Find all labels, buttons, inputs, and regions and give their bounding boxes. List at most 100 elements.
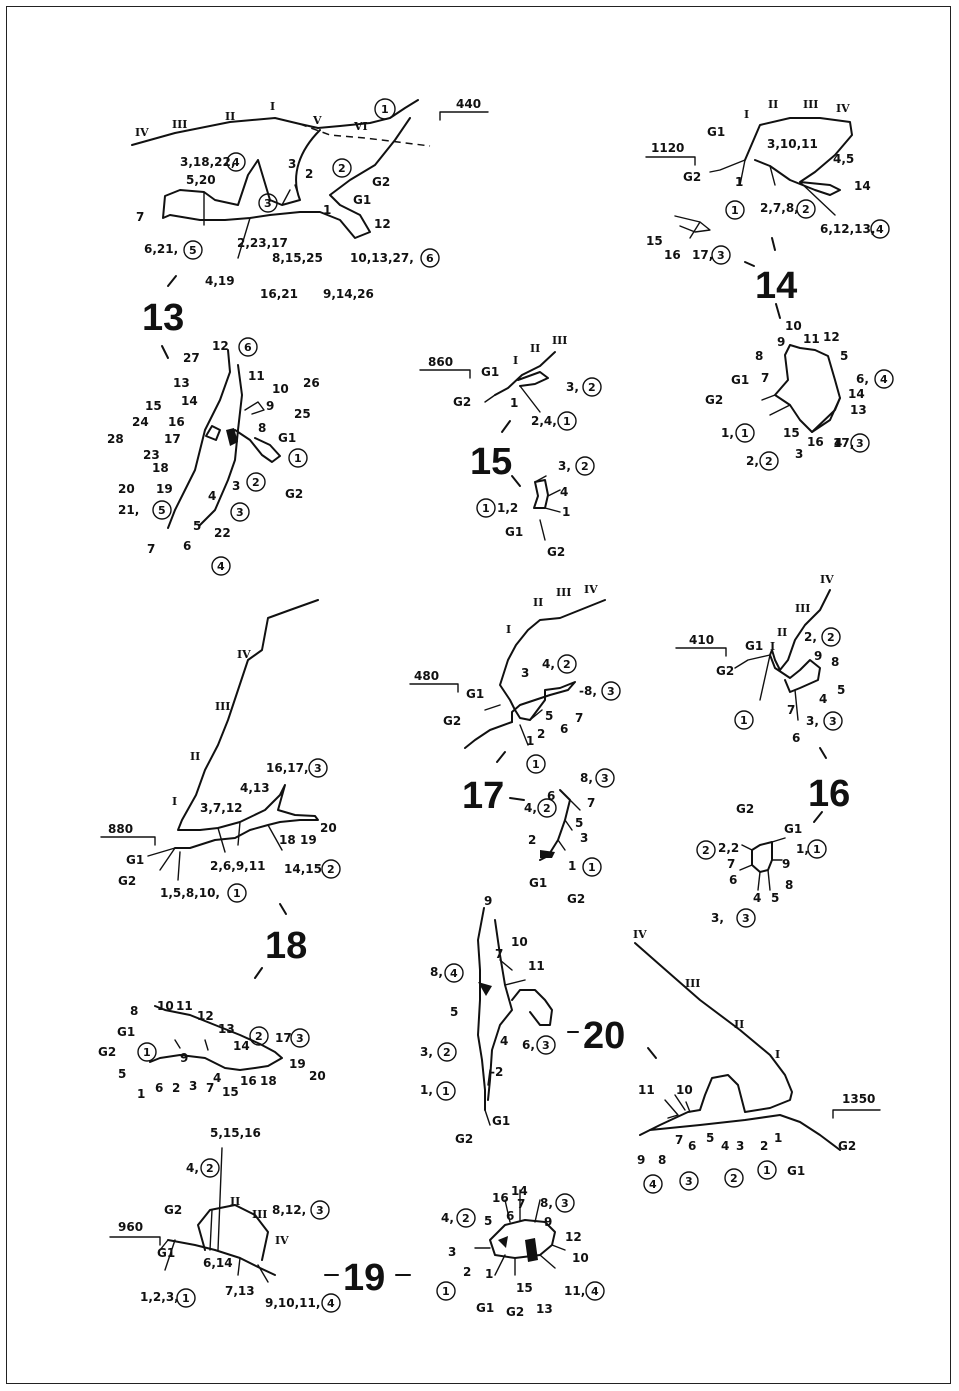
- roman-IV: IV: [135, 126, 149, 139]
- svg-text:6: 6: [792, 731, 800, 745]
- svg-text:9,14,26: 9,14,26: [323, 287, 374, 301]
- svg-text:2: 2: [802, 203, 810, 216]
- svg-text:3,10,11: 3,10,11: [767, 137, 818, 151]
- svg-text:G1: G1: [492, 1114, 510, 1128]
- figure-18: [734, 589, 831, 891]
- svg-text:G1: G1: [278, 431, 296, 445]
- svg-text:1: 1: [735, 175, 743, 189]
- svg-text:II: II: [530, 342, 540, 355]
- svg-text:20: 20: [118, 482, 135, 496]
- svg-text:2: 2: [543, 802, 551, 815]
- svg-text:1: 1: [485, 1267, 493, 1281]
- svg-text:3: 3: [601, 772, 609, 785]
- svg-text:2,23,17: 2,23,17: [237, 236, 288, 250]
- svg-text:6,21,: 6,21,: [144, 242, 178, 256]
- svg-text:G2: G2: [453, 395, 471, 409]
- svg-text:8: 8: [130, 1004, 138, 1018]
- svg-text:16: 16: [664, 248, 681, 262]
- svg-text:8,: 8,: [540, 1196, 553, 1210]
- svg-text:7: 7: [206, 1081, 214, 1095]
- svg-text:12: 12: [374, 217, 391, 231]
- svg-text:II: II: [230, 1195, 240, 1208]
- svg-text:2: 2: [463, 1265, 471, 1279]
- svg-text:2: 2: [255, 1030, 263, 1043]
- svg-text:1: 1: [526, 734, 534, 748]
- svg-text:3,: 3,: [806, 714, 819, 728]
- svg-text:1: 1: [588, 861, 596, 874]
- svg-text:1: 1: [813, 843, 821, 856]
- svg-text:G1: G1: [117, 1025, 135, 1039]
- svg-text:11: 11: [638, 1083, 655, 1097]
- svg-text:17: 17: [164, 432, 181, 446]
- figure-number-14: 14: [755, 265, 797, 307]
- svg-text:2,: 2,: [746, 454, 759, 468]
- svg-text:3: 3: [829, 715, 837, 728]
- svg-text:4,: 4,: [524, 801, 537, 815]
- svg-text:2: 2: [206, 1162, 214, 1175]
- svg-text:III: III: [215, 700, 230, 713]
- svg-text:I: I: [775, 1048, 780, 1061]
- svg-text:13: 13: [850, 403, 867, 417]
- circle-1: 1: [374, 98, 396, 120]
- svg-text:1: 1: [137, 1087, 145, 1101]
- svg-text:2,: 2,: [804, 630, 817, 644]
- svg-text:12: 12: [212, 339, 229, 353]
- svg-text:2,2: 2,2: [718, 841, 739, 855]
- svg-text:2: 2: [172, 1081, 180, 1095]
- svg-text:3: 3: [189, 1079, 197, 1093]
- svg-text:20: 20: [320, 821, 337, 835]
- svg-text:16,17,: 16,17,: [266, 761, 309, 775]
- svg-text:5,20: 5,20: [186, 173, 216, 187]
- svg-text:3: 3: [856, 437, 864, 450]
- svg-text:1: 1: [563, 415, 571, 428]
- svg-text:16: 16: [168, 415, 185, 429]
- figure-17: [464, 599, 606, 861]
- svg-text:G1: G1: [731, 373, 749, 387]
- svg-text:G2: G2: [98, 1045, 116, 1059]
- svg-text:15: 15: [646, 234, 663, 248]
- figure-16-plan: [149, 1005, 283, 1071]
- svg-text:16,21: 16,21: [260, 287, 298, 301]
- svg-text:3: 3: [685, 1175, 693, 1188]
- svg-text:8,: 8,: [430, 965, 443, 979]
- figure-frame: [6, 6, 951, 1384]
- svg-text:2: 2: [462, 1212, 470, 1225]
- svg-text:5: 5: [118, 1067, 126, 1081]
- svg-text:5: 5: [840, 349, 848, 363]
- figure-14-profile: [674, 117, 853, 239]
- svg-text:21,: 21,: [118, 503, 139, 517]
- svg-text:1: 1: [774, 1131, 782, 1145]
- svg-text:G1: G1: [481, 365, 499, 379]
- svg-text:17: 17: [275, 1031, 292, 1045]
- svg-text:G2: G2: [372, 175, 390, 189]
- svg-text:G1: G1: [787, 1164, 805, 1178]
- svg-text:6: 6: [688, 1139, 696, 1153]
- svg-text:4,: 4,: [542, 657, 555, 671]
- svg-text:II: II: [533, 596, 543, 609]
- svg-text:18: 18: [279, 833, 296, 847]
- svg-text:4,19: 4,19: [205, 274, 235, 288]
- figure-20-plan: [477, 907, 553, 1126]
- svg-text:3: 3: [314, 762, 322, 775]
- svg-text:26: 26: [303, 376, 320, 390]
- svg-text:3: 3: [236, 506, 244, 519]
- svg-text:2: 2: [563, 658, 571, 671]
- svg-text:11: 11: [528, 959, 545, 973]
- svg-text:3: 3: [580, 831, 588, 845]
- svg-text:2: 2: [730, 1172, 738, 1185]
- svg-text:28: 28: [107, 432, 124, 446]
- svg-text:8: 8: [258, 421, 266, 435]
- svg-text:5: 5: [189, 244, 197, 257]
- svg-text:1: 1: [233, 887, 241, 900]
- scale-860: 860: [419, 355, 471, 379]
- svg-text:22: 22: [214, 526, 231, 540]
- svg-text:2: 2: [252, 476, 260, 489]
- svg-text:9: 9: [782, 857, 790, 871]
- svg-text:III: III: [803, 98, 818, 111]
- svg-text:2: 2: [443, 1046, 451, 1059]
- svg-text:25: 25: [294, 407, 311, 421]
- scale-1120: 1120: [645, 141, 696, 166]
- svg-text:4: 4: [327, 1297, 335, 1310]
- scale-880: 880: [100, 822, 156, 846]
- svg-text:3: 3: [742, 912, 750, 925]
